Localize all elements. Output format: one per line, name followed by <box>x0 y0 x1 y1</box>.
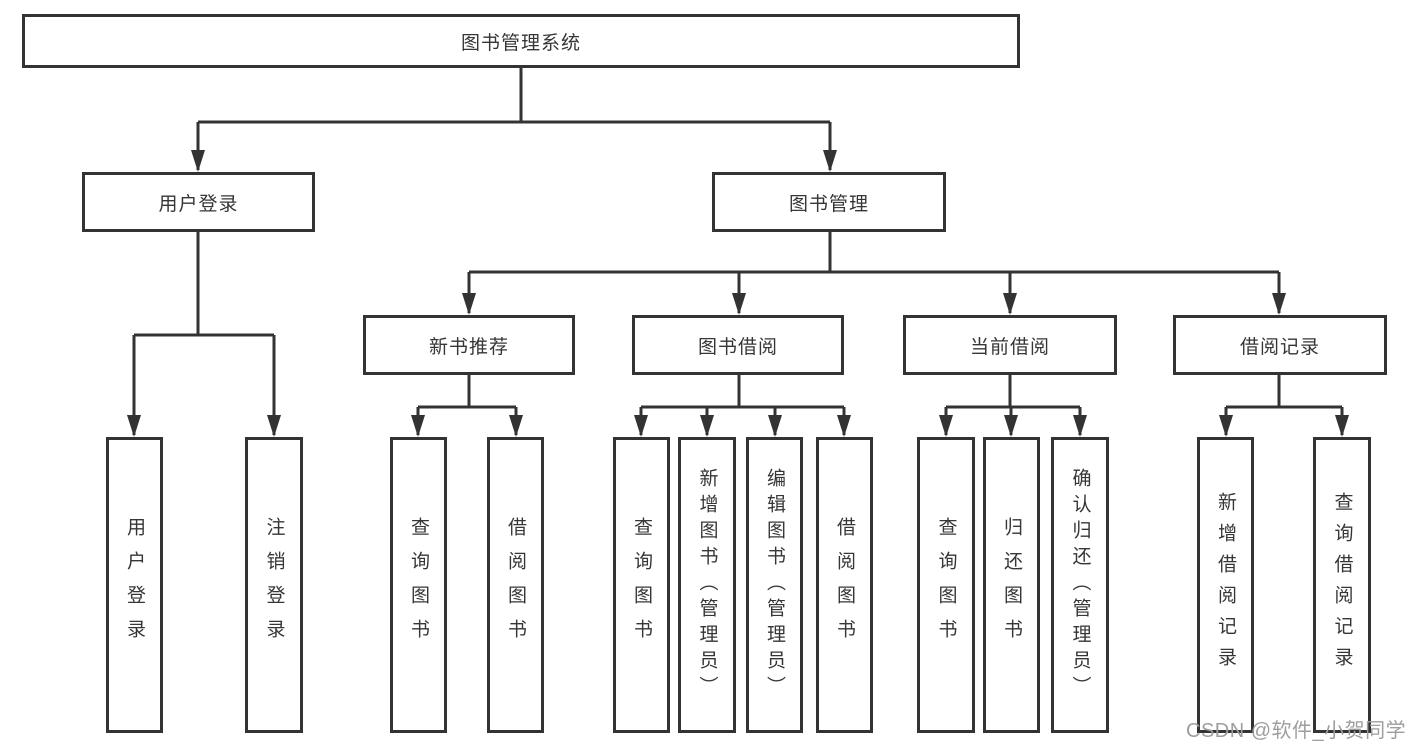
node-book-mgmt: 图书管理 <box>712 172 946 232</box>
leaf-borrow-book-borrow-label: 借阅图书 <box>834 517 855 653</box>
node-new-book-rec-label: 新书推荐 <box>428 336 509 358</box>
leaf-add-book-admin: 新增图书（管理员） <box>678 437 736 733</box>
leaf-borrow-book-rec-label: 借阅图书 <box>505 517 526 653</box>
arrowhead-icon <box>1004 415 1018 437</box>
arrowhead-icon <box>1219 415 1233 437</box>
leaf-return-book: 归还图书 <box>983 437 1040 733</box>
leaf-query-borrow-record-label: 查询借阅记录 <box>1331 492 1353 678</box>
connector-book-borrow-split <box>639 375 846 435</box>
arrowhead-icon <box>700 415 714 437</box>
arrowhead-icon <box>462 293 476 315</box>
arrowhead-icon <box>823 150 837 172</box>
leaf-query-book-rec: 查询图书 <box>390 437 447 733</box>
leaf-borrow-book-rec: 借阅图书 <box>487 437 544 733</box>
connector-root-split <box>196 68 832 170</box>
node-book-borrow: 图书借阅 <box>632 315 844 375</box>
leaf-add-borrow-record: 新增借阅记录 <box>1197 437 1254 733</box>
leaf-add-book-admin-label: 新增图书（管理员） <box>696 468 718 702</box>
arrowhead-icon <box>127 415 141 437</box>
arrowhead-icon <box>1003 293 1017 315</box>
leaf-logout: 注销登录 <box>245 437 303 733</box>
leaf-logout-label: 注销登录 <box>263 517 285 653</box>
leaf-query-book-borrow-label: 查询图书 <box>631 517 652 653</box>
leaf-confirm-return-admin-label: 确认归还（管理员） <box>1069 468 1091 702</box>
node-new-book-rec: 新书推荐 <box>363 315 575 375</box>
arrowhead-icon <box>1335 415 1349 437</box>
arrowhead-icon <box>939 415 953 437</box>
arrowhead-icon <box>732 293 746 315</box>
connector-user-login-split <box>132 232 276 435</box>
leaf-query-book-current-label: 查询图书 <box>935 517 957 653</box>
arrowhead-icon <box>634 415 648 437</box>
leaf-user-login: 用户登录 <box>106 437 163 733</box>
arrowhead-icon <box>411 415 425 437</box>
node-book-borrow-label: 图书借阅 <box>697 336 778 358</box>
node-user-login-label: 用户登录 <box>158 193 239 215</box>
arrowhead-icon <box>837 415 851 437</box>
connector-new-book-rec-split <box>416 375 518 435</box>
leaf-user-login-label: 用户登录 <box>124 517 145 653</box>
node-borrow-records-label: 借阅记录 <box>1239 336 1320 358</box>
csdn-watermark: CSDN @软件_小贺同学 <box>1186 720 1405 742</box>
leaf-confirm-return-admin: 确认归还（管理员） <box>1051 437 1109 733</box>
leaf-return-book-label: 归还图书 <box>1001 517 1022 653</box>
arrowhead-icon <box>768 415 782 437</box>
leaf-add-borrow-record-label: 新增借阅记录 <box>1215 492 1236 678</box>
arrowhead-icon <box>509 415 523 437</box>
leaf-borrow-book-borrow: 借阅图书 <box>816 437 873 733</box>
leaf-query-book-borrow: 查询图书 <box>613 437 670 733</box>
connector-book-mgmt-split <box>467 232 1281 313</box>
node-current-borrow-label: 当前借阅 <box>969 336 1050 358</box>
arrowhead-icon <box>1073 415 1087 437</box>
node-book-mgmt-label: 图书管理 <box>788 193 869 215</box>
arrowhead-icon <box>191 150 205 172</box>
node-current-borrow: 当前借阅 <box>903 315 1117 375</box>
leaf-edit-book-admin: 编辑图书（管理员） <box>746 437 803 733</box>
arrowheads <box>127 150 1349 437</box>
node-root-label: 图书管理系统 <box>460 32 581 54</box>
node-user-login: 用户登录 <box>82 172 315 232</box>
leaf-query-book-current: 查询图书 <box>917 437 975 733</box>
node-borrow-records: 借阅记录 <box>1173 315 1387 375</box>
node-root: 图书管理系统 <box>22 14 1020 68</box>
leaf-edit-book-admin-label: 编辑图书（管理员） <box>764 468 785 702</box>
arrowhead-icon <box>1272 293 1286 315</box>
leaf-query-book-rec-label: 查询图书 <box>408 517 429 653</box>
leaf-query-borrow-record: 查询借阅记录 <box>1313 437 1371 733</box>
connector-borrow-records-split <box>1224 375 1344 435</box>
arrowhead-icon <box>267 415 281 437</box>
